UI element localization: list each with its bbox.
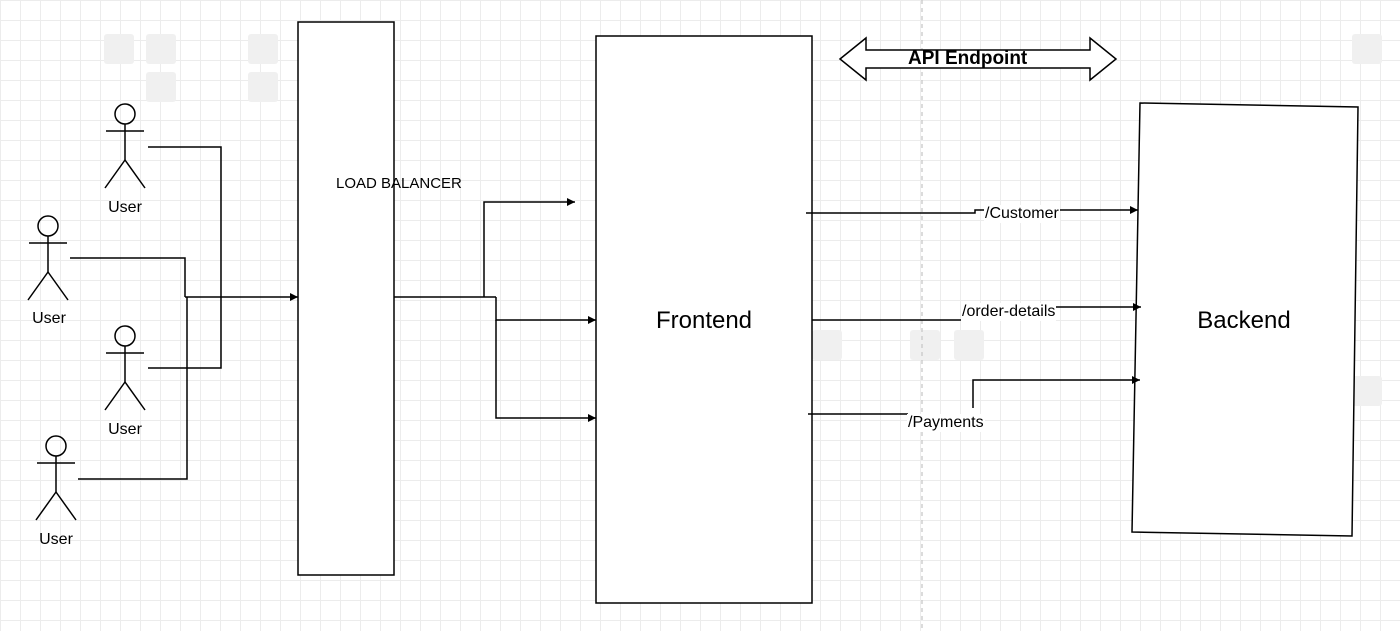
frontend-box[interactable] bbox=[595, 35, 813, 604]
payments-edge-arrow bbox=[972, 376, 1140, 408]
frontend-label: Frontend bbox=[655, 307, 753, 334]
user-label: User bbox=[39, 531, 73, 548]
load-balancer-to-frontend-arrow-middle bbox=[495, 297, 596, 324]
user-label: User bbox=[108, 421, 142, 438]
user-3-connector bbox=[148, 297, 222, 369]
load-balancer-label: LOAD BALANCER bbox=[336, 175, 462, 192]
user-1-connector bbox=[148, 146, 222, 297]
user-label: User bbox=[32, 310, 66, 327]
background-tile bbox=[812, 330, 842, 360]
backend-label: Backend bbox=[1197, 307, 1291, 334]
user-label: User bbox=[108, 199, 142, 216]
order-details-edge-label: /order-details bbox=[961, 303, 1057, 321]
background-tile bbox=[248, 72, 278, 102]
background-tile bbox=[954, 330, 984, 360]
backend-box[interactable] bbox=[1131, 102, 1359, 537]
api-endpoint-double-arrow bbox=[838, 36, 1118, 82]
load-balancer-box[interactable] bbox=[297, 21, 395, 576]
payments-edge-label: /Payments bbox=[907, 414, 985, 432]
background-tile bbox=[146, 72, 176, 102]
user-figure[interactable] bbox=[104, 103, 146, 189]
load-balancer-to-frontend-arrow-top bbox=[483, 198, 575, 297]
api-endpoint-label: API Endpoint bbox=[908, 48, 1028, 69]
background-tile bbox=[146, 34, 176, 64]
user-figure[interactable] bbox=[35, 435, 77, 521]
background-tile bbox=[248, 34, 278, 64]
user-figure[interactable] bbox=[27, 215, 69, 301]
customer-edge-arrow bbox=[806, 206, 1138, 214]
background-tile bbox=[104, 34, 134, 64]
background-tile bbox=[910, 330, 940, 360]
customer-edge-label: /Customer bbox=[984, 205, 1060, 223]
load-balancer-to-frontend-arrow-bottom bbox=[495, 320, 596, 422]
background-tile bbox=[1352, 34, 1382, 64]
user-figure[interactable] bbox=[104, 325, 146, 411]
background-tile bbox=[1352, 376, 1382, 406]
user-2-connector bbox=[70, 257, 186, 297]
user-4-connector bbox=[78, 297, 188, 480]
